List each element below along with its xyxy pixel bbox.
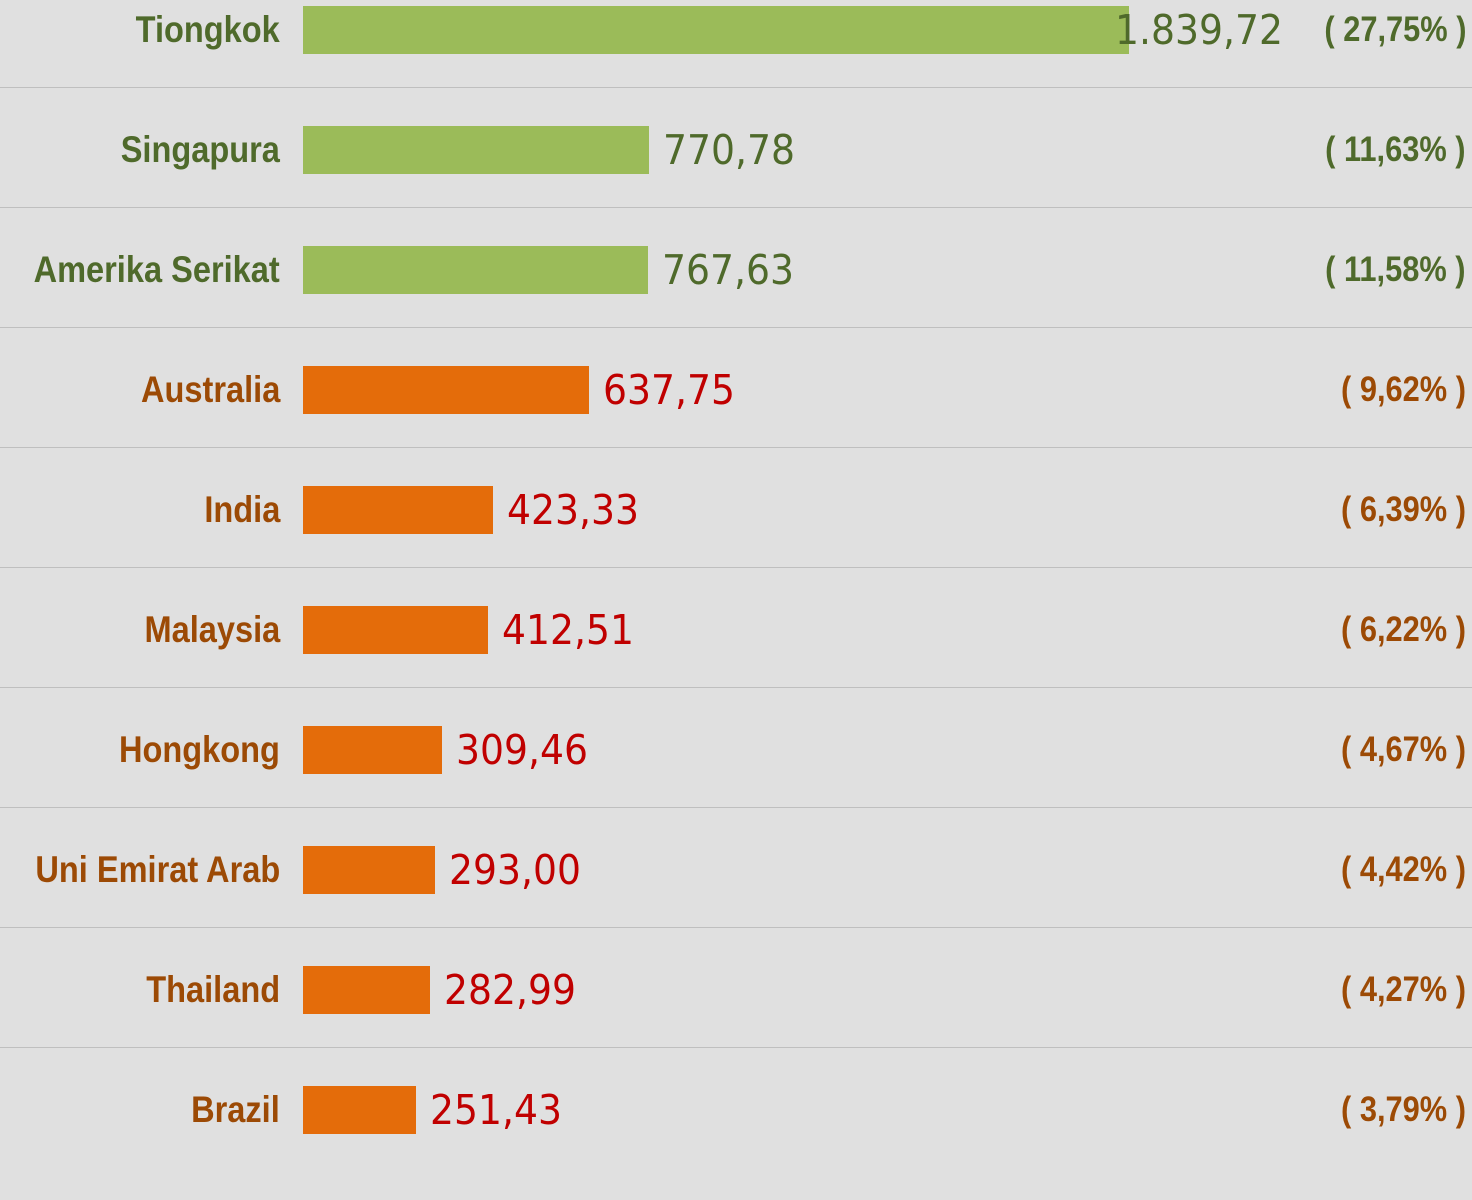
percent-label: ( 9,62% ) [1341, 370, 1466, 409]
category-label: Uni Emirat Arab [35, 849, 280, 890]
category-label: Brazil [191, 1089, 280, 1130]
bar [303, 486, 493, 534]
bar [303, 6, 1129, 54]
bar [303, 846, 435, 894]
percent-label: ( 4,42% ) [1341, 850, 1466, 889]
row-separator [0, 447, 1472, 448]
category-label: Amerika Serikat [33, 249, 280, 290]
value-label: 767,63 [662, 246, 794, 294]
bar [303, 606, 488, 654]
category-label: India [204, 489, 280, 530]
bar-row: India 423,33 ( 6,39% ) [0, 480, 1472, 600]
value-label: 770,78 [663, 126, 795, 174]
value-label: 282,99 [444, 966, 576, 1014]
row-separator [0, 807, 1472, 808]
row-separator [0, 927, 1472, 928]
value-label: 251,43 [430, 1086, 562, 1134]
bar [303, 1086, 416, 1134]
category-label: Singapura [120, 129, 280, 170]
percent-label: ( 11,58% ) [1325, 250, 1466, 289]
bar-row: Malaysia 412,51 ( 6,22% ) [0, 600, 1472, 720]
row-separator [0, 87, 1472, 88]
bar-row: Amerika Serikat 767,63 ( 11,58% ) [0, 240, 1472, 360]
value-label: 423,33 [507, 486, 639, 534]
bar [303, 966, 430, 1014]
bar [303, 726, 442, 774]
value-label: 637,75 [603, 366, 735, 414]
bar-row: Thailand 282,99 ( 4,27% ) [0, 960, 1472, 1080]
bar-row: Uni Emirat Arab 293,00 ( 4,42% ) [0, 840, 1472, 960]
row-separator [0, 327, 1472, 328]
percent-label: ( 6,22% ) [1341, 610, 1466, 649]
row-separator [0, 687, 1472, 688]
bar [303, 366, 589, 414]
value-label: 1.839,72 [1115, 6, 1283, 54]
category-label: Hongkong [119, 729, 280, 770]
value-label: 412,51 [502, 606, 634, 654]
bar-row: Singapura 770,78 ( 11,63% ) [0, 120, 1472, 240]
bar-row: Australia 637,75 ( 9,62% ) [0, 360, 1472, 480]
percent-label: ( 27,75% ) [1323, 10, 1466, 49]
bar [303, 246, 648, 294]
bar-row: Brazil 251,43 ( 3,79% ) [0, 1080, 1472, 1200]
bar-row: Hongkong 309,46 ( 4,67% ) [0, 720, 1472, 840]
row-separator [0, 567, 1472, 568]
row-separator [0, 1047, 1472, 1048]
row-separator [0, 207, 1472, 208]
percent-label: ( 11,63% ) [1325, 130, 1466, 169]
bar-chart: Tiongkok 1.839,72 ( 27,75% ) Singapura 770,7… [0, 0, 1472, 1134]
value-label: 309,46 [456, 726, 588, 774]
category-label: Australia [140, 369, 280, 410]
percent-label: ( 3,79% ) [1341, 1090, 1466, 1129]
bar [303, 126, 649, 174]
bar-row: Tiongkok 1.839,72 ( 27,75% ) [0, 0, 1472, 120]
category-label: Tiongkok [135, 9, 280, 50]
value-label: 293,00 [449, 846, 581, 894]
percent-label: ( 4,67% ) [1341, 730, 1466, 769]
category-label: Thailand [146, 969, 280, 1010]
percent-label: ( 6,39% ) [1341, 490, 1466, 529]
category-label: Malaysia [144, 609, 280, 650]
percent-label: ( 4,27% ) [1341, 970, 1466, 1009]
